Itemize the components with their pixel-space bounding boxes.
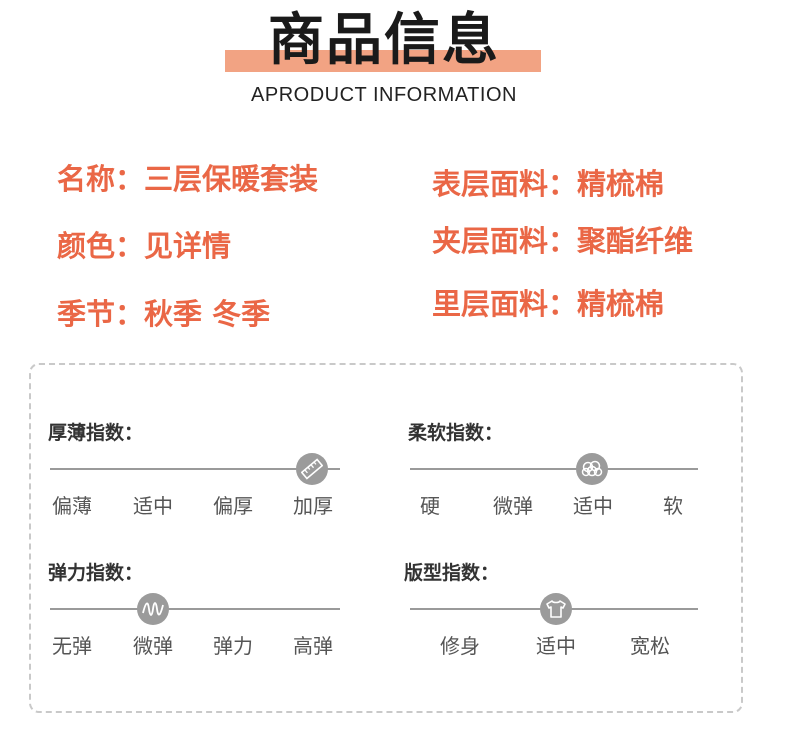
spring-icon [142, 602, 164, 616]
info-inner-fabric: 里层面料：精梳棉 [432, 287, 665, 321]
fit-slider-knob [540, 593, 572, 625]
softness-index-title: 柔软指数： [408, 422, 504, 444]
softness-option-1: 硬 [420, 494, 440, 518]
elasticity-index-title: 弹力指数： [48, 562, 144, 584]
softness-option-2: 微弹 [493, 494, 533, 518]
softness-slider-knob [576, 453, 608, 485]
info-season: 季节：秋季 冬季 [57, 297, 271, 331]
info-middle-fabric: 夹层面料：聚酯纤维 [432, 224, 694, 258]
fit-option-2: 适中 [536, 634, 576, 658]
shirt-icon [546, 600, 566, 618]
thickness-track [50, 468, 340, 470]
elasticity-option-3: 弹力 [213, 634, 253, 658]
header: 商品信息 APRODUCT INFORMATION [0, 0, 790, 120]
softness-option-3: 适中 [573, 494, 613, 518]
softness-track [410, 468, 698, 470]
elasticity-track [50, 608, 340, 610]
info-name: 名称：三层保暖套装 [57, 162, 319, 196]
info-outer-fabric: 表层面料：精梳棉 [432, 167, 665, 201]
elasticity-slider-knob [137, 593, 169, 625]
softness-option-4: 软 [663, 494, 683, 518]
info-color: 颜色：见详情 [57, 229, 232, 263]
title-accent-bar [225, 50, 541, 72]
fit-option-1: 修身 [440, 634, 480, 658]
thickness-option-2: 适中 [133, 494, 173, 518]
page-subtitle: APRODUCT INFORMATION [251, 84, 517, 106]
elasticity-option-1: 无弹 [52, 634, 92, 658]
thickness-option-3: 偏厚 [213, 494, 253, 518]
fit-index-title: 版型指数： [404, 562, 500, 584]
fit-option-3: 宽松 [630, 634, 670, 658]
thickness-option-4: 加厚 [293, 494, 333, 518]
ruler-icon [301, 458, 323, 480]
thickness-index-title: 厚薄指数： [48, 422, 144, 444]
elasticity-option-4: 高弹 [293, 634, 333, 658]
page-title: 商品信息 [268, 8, 500, 73]
cotton-icon [581, 460, 603, 477]
thickness-slider-knob [296, 453, 328, 485]
index-panel [29, 363, 743, 713]
thickness-option-1: 偏薄 [52, 494, 92, 518]
elasticity-option-2: 微弹 [133, 634, 173, 658]
